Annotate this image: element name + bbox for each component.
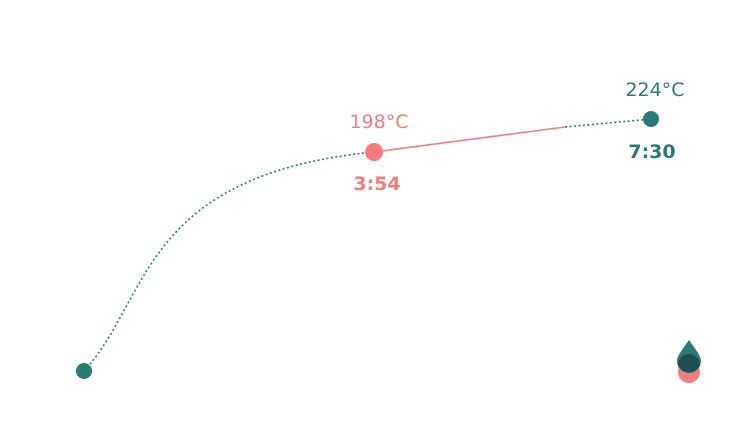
current-point[interactable] [365,143,383,161]
actual-curve-segment [373,126,566,153]
projected-curve-start-segment [83,151,375,372]
target-temperature-label: 224°C [625,79,684,101]
target-point[interactable] [643,111,659,127]
drop-overlap [678,354,700,373]
projected-curve-end-segment [564,118,652,128]
current-temperature-label: 198°C [349,111,408,133]
start-point[interactable] [76,363,92,379]
target-time-label: 7:30 [628,141,675,163]
water-drop-icon[interactable] [677,340,701,383]
current-time-label: 3:54 [353,173,400,195]
